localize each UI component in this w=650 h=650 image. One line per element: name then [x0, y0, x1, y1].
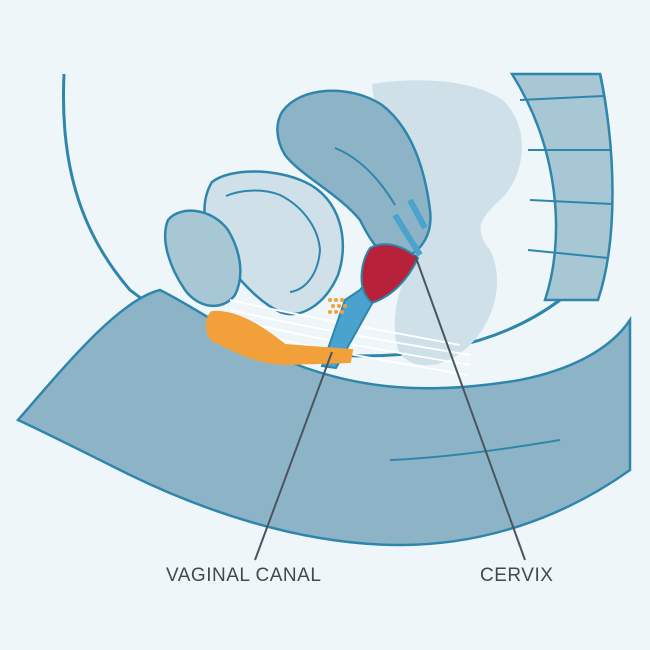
dotted-marker: [328, 298, 347, 314]
menstrual-cup: [360, 243, 420, 305]
device-orange: [205, 310, 354, 366]
vaginal-canal-label: VAGINAL CANAL: [166, 565, 322, 586]
leader-line-vaginal-canal: [254, 351, 333, 561]
spine-dividers: [519, 95, 613, 259]
leader-line-cervix: [414, 254, 526, 561]
spine: [509, 72, 614, 302]
pelvic-floor: [15, 288, 632, 547]
pubic-bone: [163, 209, 242, 308]
cervical-canal: [392, 198, 428, 257]
uterine-cavity: [334, 147, 396, 206]
cervix-label: CERVIX: [480, 565, 554, 586]
